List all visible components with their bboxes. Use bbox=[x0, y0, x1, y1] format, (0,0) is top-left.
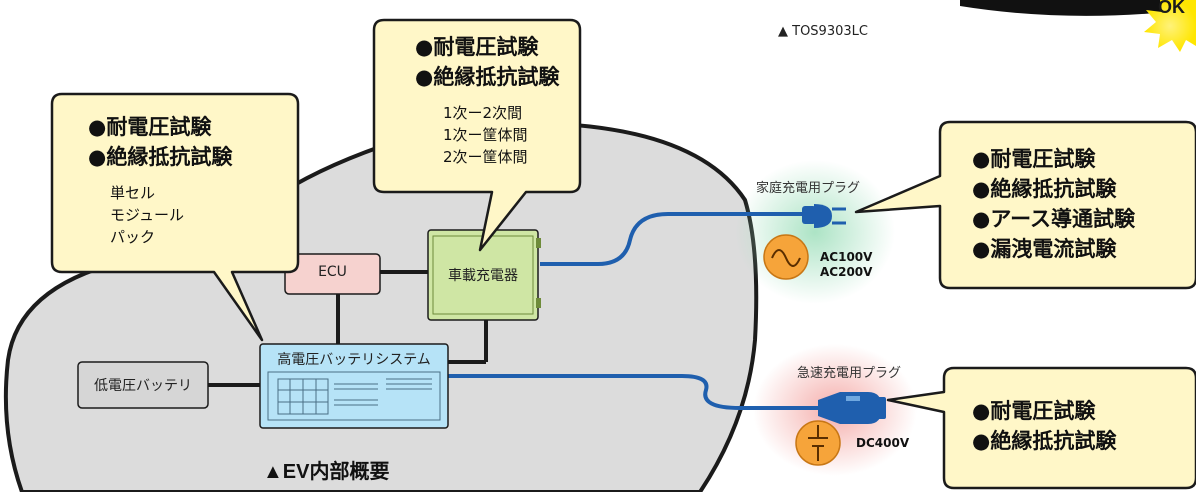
ac-plug-icon bbox=[802, 204, 846, 228]
callout-right-top-test-3: ●アース導通試験 bbox=[972, 207, 1136, 231]
dc-plug-icon bbox=[818, 392, 886, 424]
callout-right-bottom-test-2: ●絶縁抵抗試験 bbox=[972, 429, 1117, 453]
callout-left-item-3: パック bbox=[110, 228, 156, 246]
callout-right-top-test-1: ●耐電圧試験 bbox=[972, 147, 1096, 171]
ac-cable bbox=[540, 212, 804, 266]
callout-center-item-2: 1次ー筐体間 bbox=[443, 126, 528, 144]
lv-battery-box bbox=[77, 361, 209, 409]
callout-right-top-test-2: ●絶縁抵抗試験 bbox=[972, 177, 1117, 201]
callout-left-bubble bbox=[50, 92, 300, 342]
hv-battery-box bbox=[259, 343, 449, 429]
model-caption: ▲ TOS9303LC bbox=[778, 24, 868, 39]
callout-center: ●耐電圧試験 ●絶縁抵抗試験 1次ー2次間 1次ー筐体間 2次ー筐体間 bbox=[415, 32, 559, 168]
callout-center-test-2: ●絶縁抵抗試験 bbox=[415, 65, 560, 89]
home-voltage-2: AC200V bbox=[820, 265, 873, 279]
dc-source-icon bbox=[795, 420, 841, 466]
callout-left-test-1: ●耐電圧試験 bbox=[88, 115, 212, 139]
fast-plug-label: 急速充電用プラグ bbox=[797, 366, 902, 381]
ac-source-icon bbox=[763, 234, 809, 280]
figure-caption: ▲EV内部概要 bbox=[263, 461, 390, 483]
callout-right-top-bubble bbox=[854, 120, 1196, 290]
callout-right-top-test-4: ●漏洩電流試験 bbox=[972, 237, 1117, 261]
callout-left: ●耐電圧試験 ●絶縁抵抗試験 単セル モジュール パック bbox=[88, 112, 232, 248]
callout-right-top: ●耐電圧試験 ●絶縁抵抗試験 ●アース導通試験 ●漏洩電流試験 bbox=[972, 144, 1135, 264]
callout-center-item-3: 2次ー筐体間 bbox=[443, 148, 528, 166]
callout-left-item-1: 単セル bbox=[110, 184, 156, 202]
callout-center-test-1: ●耐電圧試験 bbox=[415, 35, 539, 59]
callout-left-item-2: モジュール bbox=[110, 206, 184, 224]
hv-battery-label: 高電圧バッテリシステム bbox=[277, 352, 431, 368]
charger-label: 車載充電器 bbox=[448, 268, 518, 284]
ok-badge: OK bbox=[1158, 0, 1185, 17]
callout-right-bottom-bubble bbox=[886, 366, 1196, 490]
dc-cable bbox=[448, 374, 820, 410]
fast-voltage: DC400V bbox=[856, 436, 910, 450]
ecu-label: ECU bbox=[318, 264, 347, 280]
device-edge bbox=[960, 0, 1170, 16]
callout-center-item-1: 1次ー2次間 bbox=[443, 104, 523, 122]
home-plug-label: 家庭充電用プラグ bbox=[756, 181, 861, 196]
lv-battery-label: 低電圧バッテリ bbox=[94, 378, 192, 394]
ecu-box bbox=[284, 253, 381, 295]
callout-center-bubble bbox=[372, 18, 582, 252]
callout-right-bottom-test-1: ●耐電圧試験 bbox=[972, 399, 1096, 423]
callout-left-test-2: ●絶縁抵抗試験 bbox=[88, 145, 233, 169]
home-voltage-1: AC100V bbox=[820, 250, 873, 264]
callout-right-bottom: ●耐電圧試験 ●絶縁抵抗試験 bbox=[972, 396, 1116, 456]
home-voltages: AC100V AC200V bbox=[820, 250, 872, 280]
battery-pattern-icon bbox=[267, 371, 441, 421]
ok-starburst bbox=[1144, 0, 1196, 52]
